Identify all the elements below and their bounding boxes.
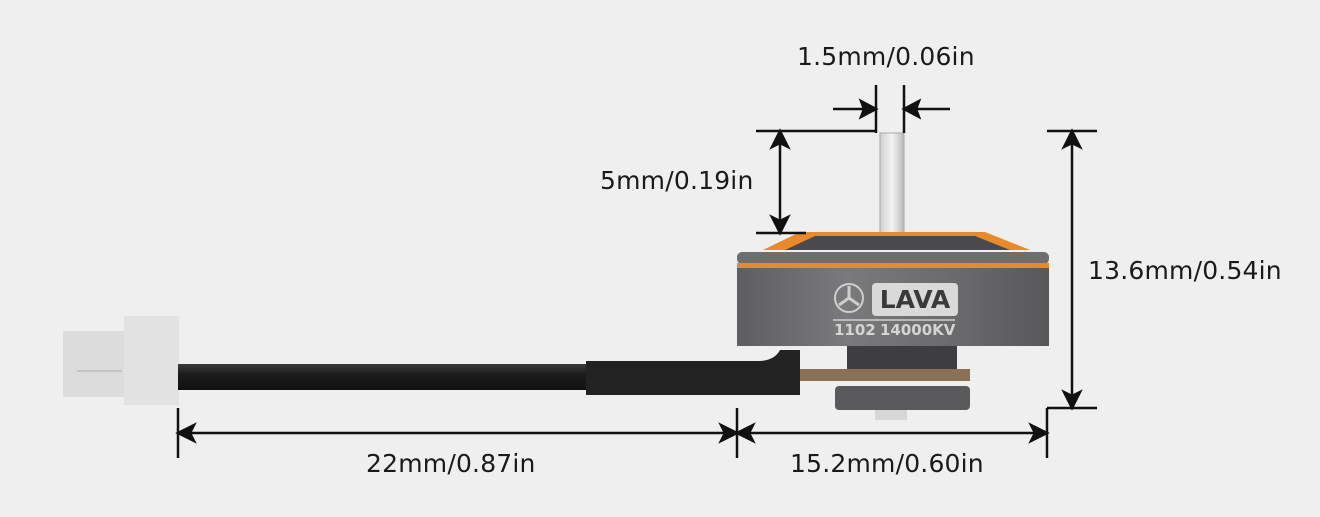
mount-width-label: 15.2mm/0.60in	[790, 449, 984, 478]
motor-shaft	[879, 132, 905, 244]
dimension-lines	[175, 85, 1097, 458]
brand-label: LAVA	[879, 285, 951, 314]
total-height-label: 13.6mm/0.54in	[1088, 256, 1282, 285]
model-label: 1102	[834, 321, 876, 339]
connector-plug	[63, 316, 179, 405]
shaft-diameter-label: 1.5mm/0.06in	[797, 42, 975, 71]
shaft-length-label: 5mm/0.19in	[600, 166, 754, 195]
motor-cable	[178, 350, 800, 395]
motor-base	[800, 346, 970, 420]
cable-length-label: 22mm/0.87in	[366, 449, 536, 478]
lava-logo-icon	[834, 283, 864, 313]
kv-label: 14000KV	[880, 321, 956, 339]
